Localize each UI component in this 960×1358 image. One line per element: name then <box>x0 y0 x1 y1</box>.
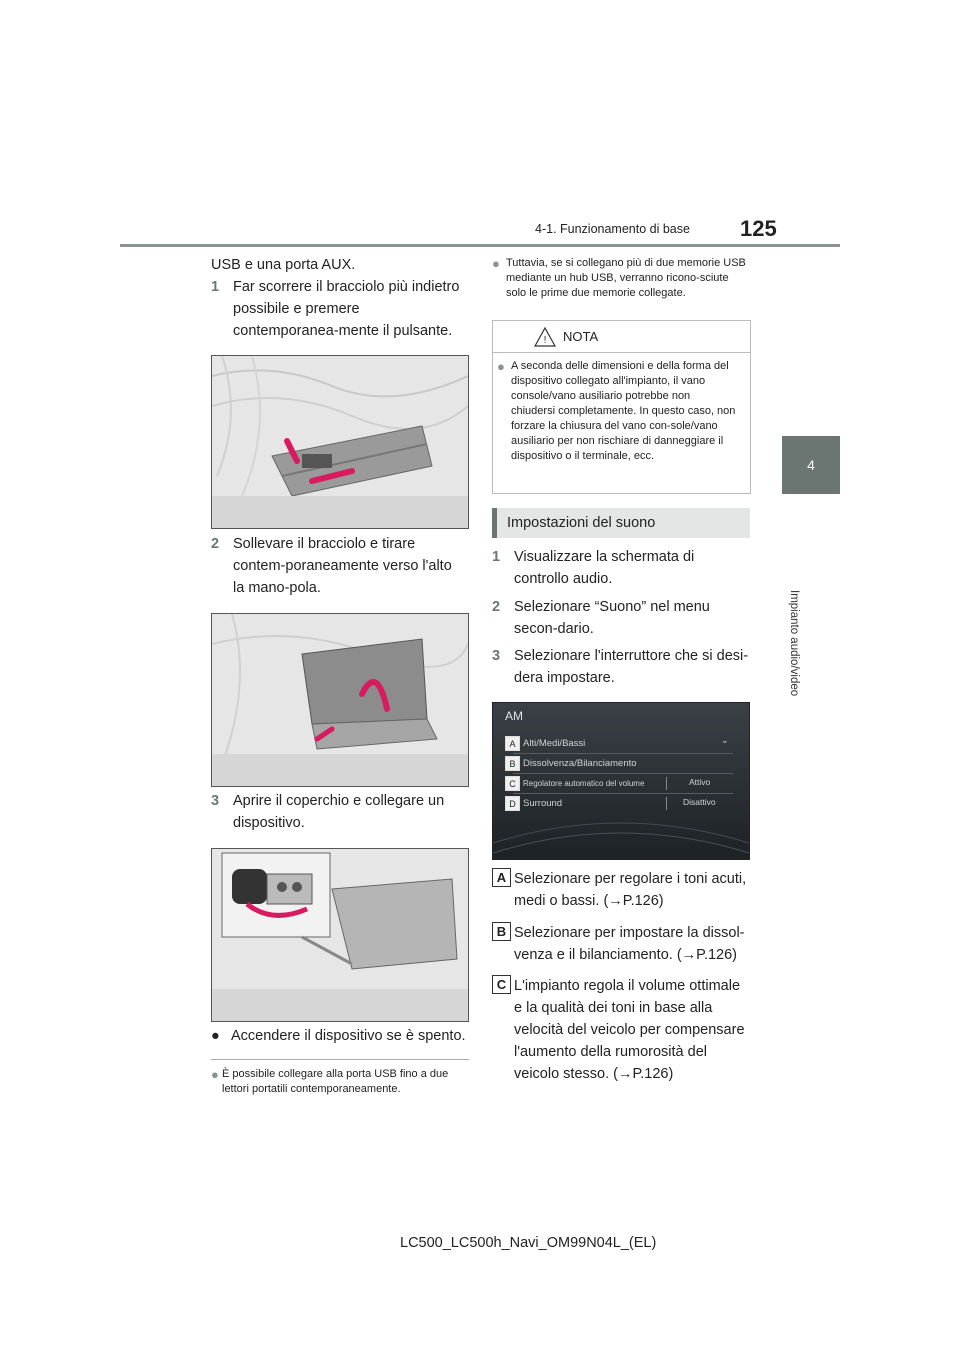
note-text: Tuttavia, se si collegano più di due mem… <box>506 257 746 299</box>
chevron-down-icon: ⌄ <box>721 735 729 745</box>
nota-text: A seconda delle dimensioni e della forma… <box>511 360 736 462</box>
screen-tag-c: C <box>505 776 520 791</box>
screen-tag-d: D <box>505 796 520 811</box>
audio-settings-screen: AM Alti/Medi/Bassi ⌄ A Dissolvenza/Bilan… <box>492 702 750 860</box>
screen-tag-b: B <box>505 756 520 771</box>
sound-step-3: 3 Selezionare l'interruttore che si desi… <box>492 645 750 689</box>
document-code: LC500_LC500h_Navi_OM99N04L_(EL) <box>400 1235 657 1251</box>
screen-title: AM <box>505 709 523 723</box>
illustration-armrest-slide <box>211 355 469 529</box>
row-label: Dissolvenza/Bilanciamento <box>523 757 637 769</box>
sound-step-1: 1 Visualizzare la schermata di controllo… <box>492 546 750 590</box>
illustration-armrest-lift <box>211 613 469 787</box>
intro-text: USB e una porta AUX. <box>211 257 356 273</box>
item-b-text: Selezionare per impostare la dissol-venz… <box>514 925 745 963</box>
row-divider <box>513 793 733 794</box>
screen-row-fader-balance[interactable]: Dissolvenza/Bilanciamento <box>513 755 637 771</box>
step-number: 1 <box>211 279 220 295</box>
nota-title: NOTA <box>563 329 599 344</box>
section-title: 4-1. Funzionamento di base <box>535 222 690 236</box>
sound-step-2: 2 Selezionare “Suono” nel menu secon-dar… <box>492 596 750 640</box>
illustration-usb-port <box>211 848 469 1022</box>
value-separator <box>666 797 667 810</box>
header-rule <box>120 244 840 247</box>
screen-background <box>493 703 749 859</box>
step-text: Sollevare il bracciolo e tirare contem-p… <box>233 536 452 596</box>
item-a-text: Selezionare per regolare i toni acuti, m… <box>514 871 747 909</box>
step-number: 2 <box>211 536 220 552</box>
note-dot-icon: ● <box>492 256 500 271</box>
note-dot-icon: ● <box>497 359 505 374</box>
page-number: 125 <box>740 216 777 241</box>
chapter-title: Impianto audio/video <box>788 590 800 697</box>
bullet-dot-icon: ● <box>211 1028 220 1044</box>
step-number: 2 <box>492 599 501 615</box>
step-text: Far scorrere il bracciolo più indietro p… <box>233 279 460 339</box>
chapter-tab: 4 <box>782 436 840 494</box>
note-dot-icon: ● <box>211 1067 219 1082</box>
warning-icon: ! <box>533 326 557 347</box>
nota-box: ! NOTA ● A seconda delle dimensioni e de… <box>492 320 751 494</box>
auto-volume-value[interactable]: Attivo <box>689 777 711 787</box>
step-1: 1 Far scorrere il bracciolo più indietro… <box>211 276 461 342</box>
screen-row-surround[interactable]: Surround <box>513 795 562 811</box>
nota-item: ● A seconda delle dimensioni e della for… <box>497 359 737 464</box>
hub-note: ● Tuttavia, se si collegano più di due m… <box>492 256 750 301</box>
tag-a-badge: A <box>492 868 511 887</box>
row-divider <box>513 753 733 754</box>
tag-c-badge: C <box>492 975 511 994</box>
step-text: Selezionare l'interruttore che si desi-d… <box>514 648 749 686</box>
screen-row-auto-volume[interactable]: Regolatore automatico del volume <box>513 775 644 791</box>
usb-note: ● È possibile collegare alla porta USB f… <box>211 1067 471 1097</box>
screen-row-treble-mid-bass[interactable]: Alti/Medi/Bassi ⌄ <box>513 735 729 751</box>
note-text: È possibile collegare alla porta USB fin… <box>222 1068 449 1095</box>
step-number: 3 <box>211 793 220 809</box>
svg-text:!: ! <box>544 335 547 346</box>
surround-value[interactable]: Disattivo <box>683 797 716 807</box>
tag-b-badge: B <box>492 922 511 941</box>
row-label: Alti/Medi/Bassi <box>523 737 586 749</box>
step-3: 3 Aprire il coperchio e collegare un dis… <box>211 790 461 834</box>
step-text: Aprire il coperchio e collegare un dispo… <box>233 793 445 831</box>
bullet-text: Accendere il dispositivo se è spento. <box>231 1028 466 1044</box>
screen-tag-a: A <box>505 736 520 751</box>
step-2: 2 Sollevare il bracciolo e tirare contem… <box>211 533 461 599</box>
step-text: Visualizzare la schermata di controllo a… <box>514 549 695 587</box>
divider <box>211 1059 469 1060</box>
section-heading: Impostazioni del suono <box>492 508 750 538</box>
step-number: 3 <box>492 648 501 664</box>
row-divider <box>513 773 733 774</box>
row-label: Surround <box>523 797 563 809</box>
nota-divider <box>493 352 750 353</box>
row-label: Regolatore automatico del volume <box>523 778 645 788</box>
step-text: Selezionare “Suono” nel menu secon-dario… <box>514 599 710 637</box>
item-c-text: L'impianto regola il volume ottimale e l… <box>514 978 745 1082</box>
bullet-item: ● Accendere il dispositivo se è spento. <box>211 1025 471 1047</box>
step-number: 1 <box>492 549 501 565</box>
value-separator <box>666 777 667 790</box>
